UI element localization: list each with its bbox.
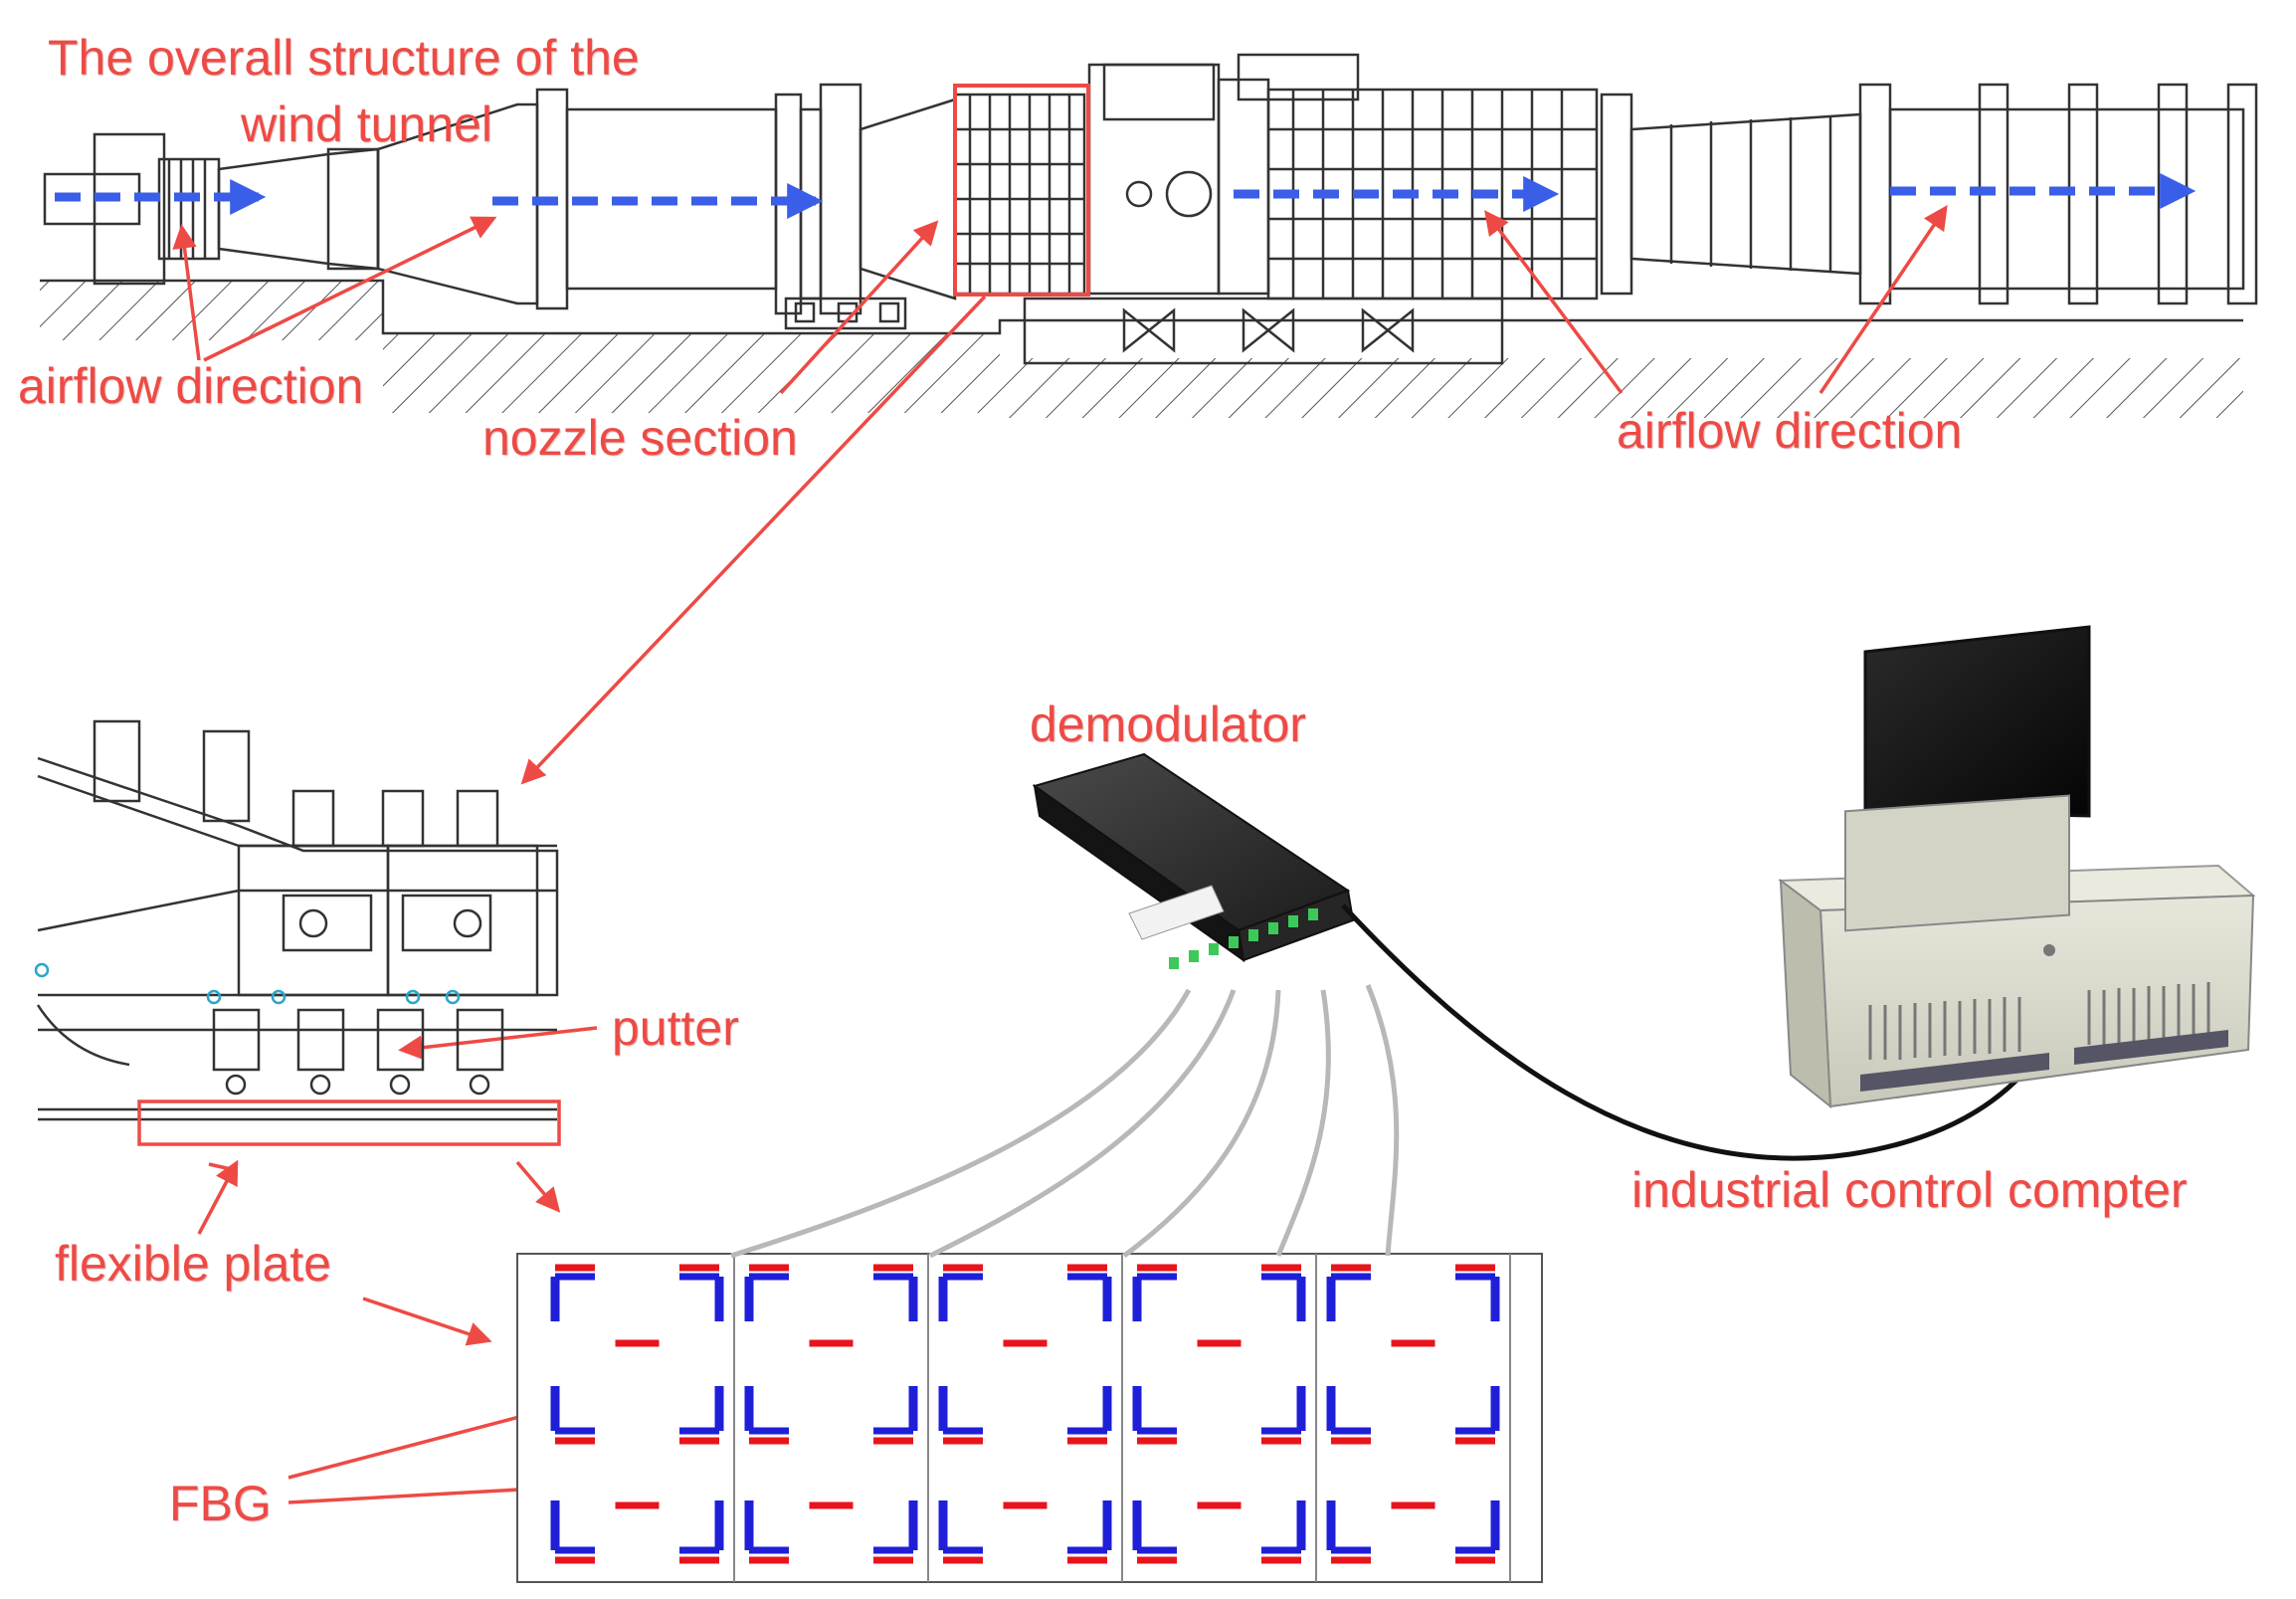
demodulator-device xyxy=(1032,752,1355,969)
nozzle-section-label: nozzle section xyxy=(482,410,798,466)
demodulator-label: demodulator xyxy=(1030,697,1306,752)
nozzle-highlight-box xyxy=(953,84,1090,297)
fbg-label: FBG xyxy=(169,1476,272,1531)
data-cable xyxy=(1341,903,2062,1161)
tunnel-title-line2: wind tunnel xyxy=(241,97,492,152)
airflow-arrows xyxy=(55,173,2197,219)
industrial-computer-label: industrial control compter xyxy=(1631,1162,2188,1218)
annotation-arrows xyxy=(172,204,1948,1504)
wind-tunnel-drawing xyxy=(40,53,2258,418)
optical-fibers xyxy=(730,984,1400,1259)
flexible-plate-highlight-box xyxy=(137,1099,561,1146)
nozzle-detail-drawing xyxy=(34,719,559,1121)
airflow-direction-label-left: airflow direction xyxy=(18,358,364,414)
flexible-plate-label: flexible plate xyxy=(55,1236,331,1292)
industrial-computer xyxy=(1778,625,2256,1109)
putter-label: putter xyxy=(612,1000,739,1056)
fbg-sensor-panel xyxy=(516,1253,1543,1583)
tunnel-title-line1: The overall structure of the xyxy=(48,30,640,86)
airflow-direction-label-right: airflow direction xyxy=(1617,403,1963,459)
